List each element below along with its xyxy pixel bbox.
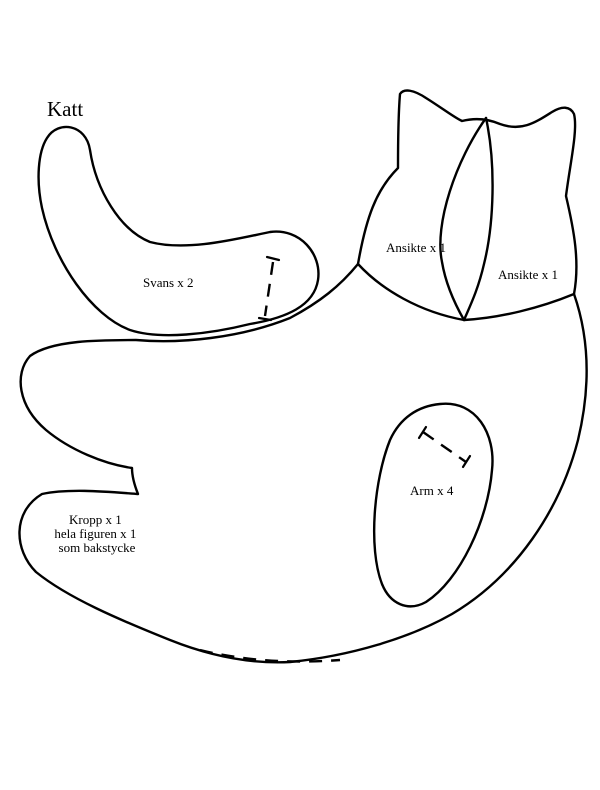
body-outline [18, 262, 588, 664]
face-center-left-curve [439, 116, 488, 322]
body-label-line-3: som bakstycke [59, 540, 136, 555]
tail-seam-tick-bottom [257, 316, 273, 322]
body-label-line-1: Kropp x 1 [69, 512, 122, 527]
arm-seam-line [422, 431, 467, 463]
tail-piece-outline [37, 125, 320, 337]
face-left-label: Ansikte x 1 [386, 240, 446, 255]
tail-seam-tick-top [265, 255, 281, 262]
pattern-title: Katt [47, 97, 83, 121]
arm-seam-tick-bottom [461, 454, 472, 469]
body-label-line-2: hela figuren x 1 [54, 526, 136, 541]
arm-outline [372, 402, 494, 608]
tail-seam-line [263, 261, 275, 317]
face-right-label: Ansikte x 1 [498, 267, 558, 282]
face-center-right-curve [462, 116, 494, 322]
head-outline [356, 89, 578, 322]
body-opening-line [199, 648, 341, 663]
arm-label: Arm x 4 [410, 483, 454, 498]
arm-seam-tick-top [417, 425, 428, 440]
tail-label: Svans x 2 [143, 275, 194, 290]
body-label: Kropp x 1 hela figuren x 1 som bakstycke [54, 512, 139, 555]
